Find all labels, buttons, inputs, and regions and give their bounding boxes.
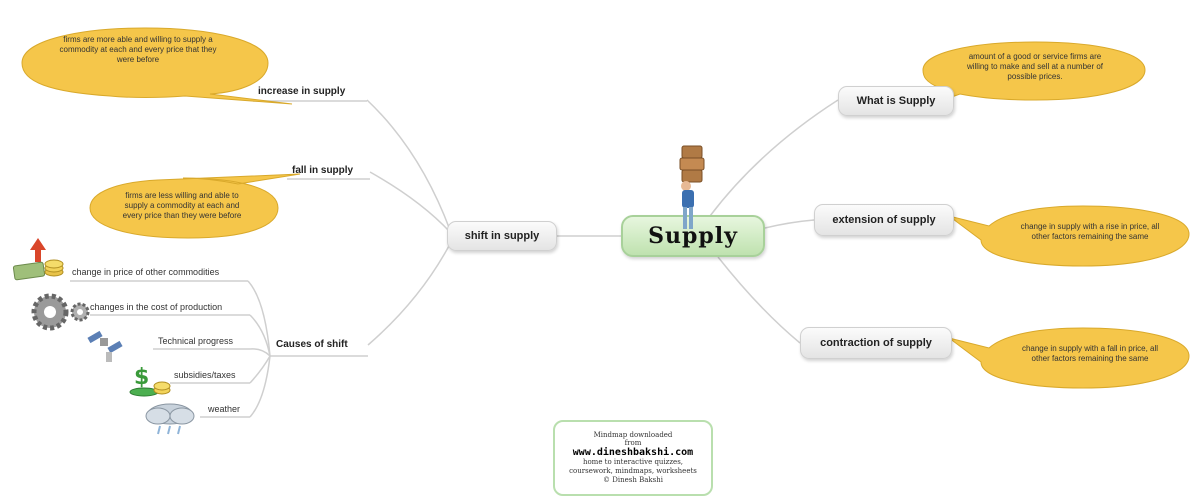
note-contraction: change in supply with a fall in price, a… xyxy=(1021,344,1159,363)
credit-line1: Mindmap downloaded xyxy=(593,431,673,439)
bubble-contraction xyxy=(948,327,1190,389)
node-shift-in-supply[interactable]: shift in supply xyxy=(447,221,557,251)
note-what-is-supply: amount of a good or service firms are wi… xyxy=(966,52,1104,81)
bubble-increase xyxy=(21,27,293,105)
bubble-what-is-supply xyxy=(909,41,1146,113)
note-extension: change in supply with a rise in price, a… xyxy=(1020,222,1160,241)
node-contraction-of-supply[interactable]: contraction of supply xyxy=(800,327,952,359)
credit-line2: from xyxy=(624,439,642,447)
node-extension-of-supply[interactable]: extension of supply xyxy=(814,204,954,236)
cloud-icon xyxy=(145,403,195,435)
credit-box: Mindmap downloaded from www.dineshbakshi… xyxy=(553,420,713,496)
gears-icon xyxy=(31,293,90,331)
leaf-subsidies-taxes[interactable]: subsidies/taxes xyxy=(174,370,236,380)
node-causes-of-shift[interactable]: Causes of shift xyxy=(276,339,348,350)
svg-text:$: $ xyxy=(134,365,149,390)
bubble-extension xyxy=(948,205,1190,267)
node-increase-in-supply[interactable]: increase in supply xyxy=(258,86,346,97)
leaf-change-in-price-other-commodities[interactable]: change in price of other commodities xyxy=(72,267,220,277)
money-icon xyxy=(12,238,64,281)
credit-line3: home to interactive quizzes, coursework,… xyxy=(569,458,697,484)
credit-url-link[interactable]: www.dineshbakshi.com xyxy=(572,447,694,458)
node-what-is-supply[interactable]: What is Supply xyxy=(838,86,954,116)
bubble-fall xyxy=(89,173,301,239)
person-carrying-boxes-icon xyxy=(679,145,705,229)
leaf-weather[interactable]: weather xyxy=(208,404,241,414)
note-fall: firms are less willing and able to suppl… xyxy=(122,191,242,220)
leaf-changes-in-cost-of-production[interactable]: changes in the cost of production xyxy=(90,302,223,312)
satellite-icon xyxy=(87,330,123,362)
dollar-coins-icon: $ xyxy=(129,365,171,397)
leaf-technical-progress[interactable]: Technical progress xyxy=(158,336,234,346)
node-fall-in-supply[interactable]: fall in supply xyxy=(292,165,354,176)
note-increase: firms are more able and willing to suppl… xyxy=(59,35,217,64)
